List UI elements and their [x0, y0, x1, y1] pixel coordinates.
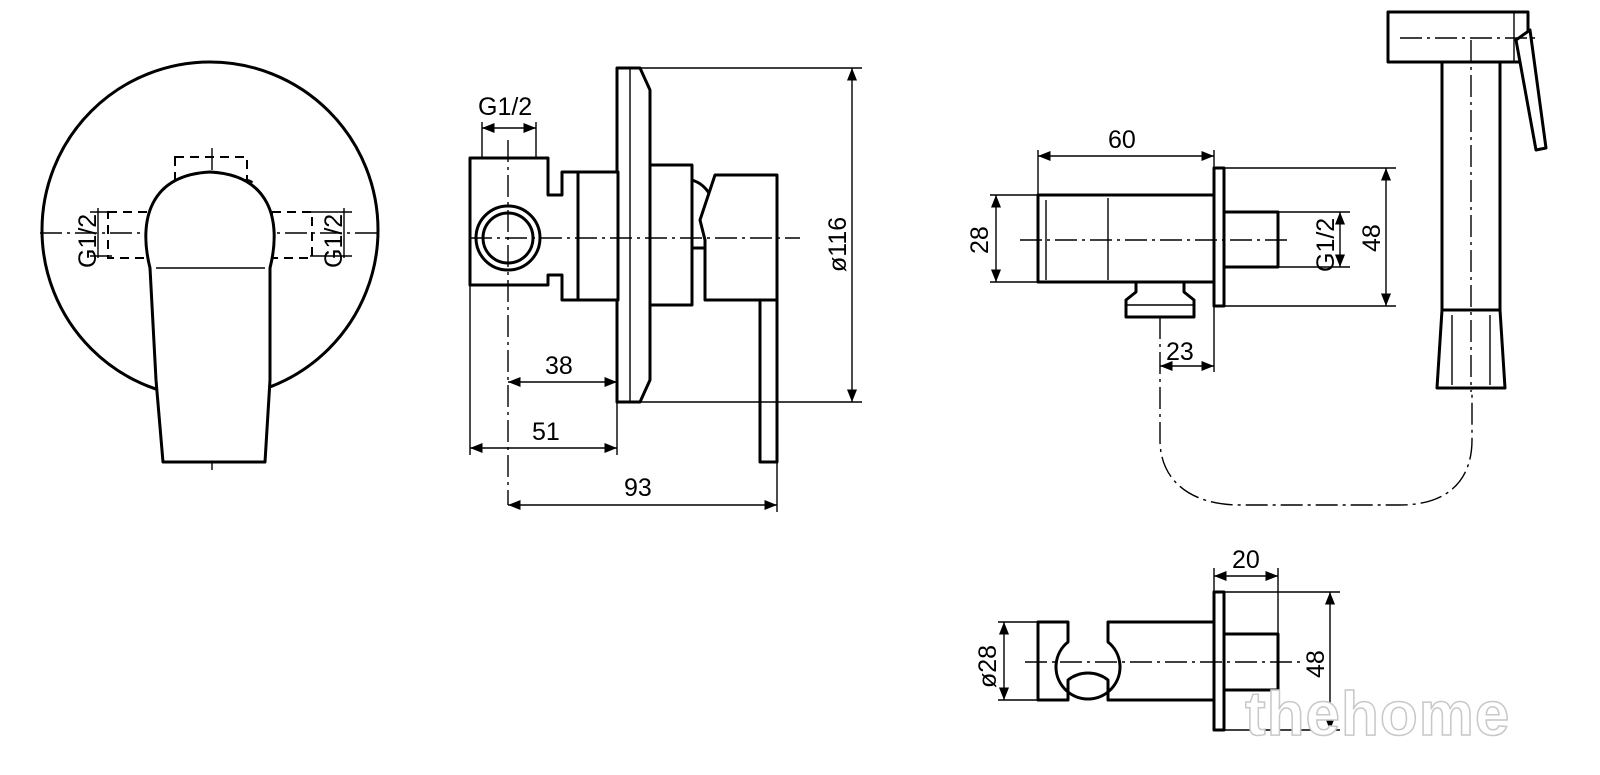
valve-body: [576, 170, 620, 302]
shower-trigger: [1514, 28, 1548, 152]
outlet-48-label: 48: [1358, 224, 1386, 252]
right-hidden-inlet: [271, 211, 313, 259]
side-view: G1/2 38 51 93 ø116: [468, 66, 862, 512]
front-right-thread-label: G1/2: [320, 214, 348, 268]
holder-view: 20 ø28 48: [974, 546, 1340, 732]
outlet-body: [1036, 193, 1216, 284]
bonnet: [648, 163, 694, 307]
holder-dim-20: 20: [1213, 546, 1279, 634]
outlet-23-label: 23: [1166, 338, 1194, 366]
side-dim-inlet: G1/2: [478, 93, 537, 158]
hose-connector: [1124, 280, 1196, 319]
hand-shower: [1386, 10, 1548, 392]
outlet-dim-thread: G1/2: [1278, 211, 1350, 272]
outlet-60-label: 60: [1108, 126, 1136, 154]
front-left-thread-label: G1/2: [74, 214, 102, 268]
lever-base: [698, 173, 779, 302]
outlet-dim-23: 23: [1160, 306, 1215, 372]
inlet-block: [468, 156, 580, 302]
side-dim-38: 38: [508, 352, 617, 388]
hose-line: [1159, 317, 1473, 506]
lever-arm: [758, 298, 779, 464]
holder-48-label: 48: [1302, 650, 1330, 678]
holder-dim-28: ø28: [974, 621, 1038, 701]
side-38-label: 38: [545, 352, 573, 380]
outlet-thread-label: G1/2: [1312, 218, 1340, 272]
outlet-dim-60: 60: [1037, 126, 1215, 195]
side-dim-116: ø116: [640, 67, 862, 403]
shower-head: [1386, 10, 1530, 64]
side-dim-51: 51: [469, 285, 618, 455]
outlet-dim-48: 48: [1224, 167, 1396, 307]
side-51-label: 51: [532, 418, 560, 446]
side-dim-93: 93: [508, 462, 778, 512]
front-dim-right: G1/2: [310, 208, 352, 268]
side-116-label: ø116: [824, 217, 852, 272]
left-hidden-inlet: [107, 211, 149, 259]
outlet-28-label: 28: [966, 226, 994, 254]
side-93-label: 93: [624, 474, 652, 502]
front-dim-left: G1/2: [74, 208, 112, 268]
lever-handle: [144, 170, 276, 464]
holder-dim-48: 48: [1224, 591, 1340, 731]
holder-20-label: 20: [1232, 546, 1260, 574]
side-inlet-thread-label: G1/2: [478, 93, 532, 121]
outlet-view: 60 28 G1/2 48 23: [966, 10, 1548, 506]
outlet-dim-28: 28: [966, 194, 1038, 283]
holder-clip: [1036, 620, 1216, 702]
cover-plate-side: [615, 66, 652, 404]
front-view: G1/2 G1/2: [40, 60, 380, 470]
watermark-logo: thehome: [1245, 680, 1510, 749]
holder-dia28-label: ø28: [974, 645, 1002, 688]
